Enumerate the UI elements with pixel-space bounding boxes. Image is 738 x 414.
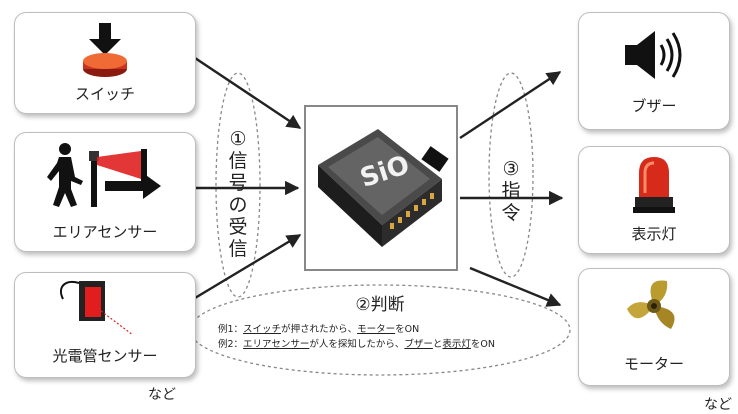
photoelectric-sensor-icon xyxy=(60,281,134,336)
example-1-part-2: が押されたから、 xyxy=(281,324,358,335)
arrow-device-to-motor xyxy=(469,266,562,307)
example-2-part-6: をON xyxy=(470,339,496,350)
device-frame: SiO xyxy=(304,105,458,271)
rotating-lamp-icon xyxy=(633,157,675,213)
example-2: 例2：エリアセンサーが人を探知したから、ブザーと表示灯をON xyxy=(218,336,495,350)
output-label-lamp: 表示灯 xyxy=(631,225,677,243)
receive-char-1: 信 xyxy=(228,150,248,172)
receive-char-5: 信 xyxy=(228,238,248,260)
command-char-1: 指 xyxy=(501,180,521,202)
input-box-switch: スイッチ xyxy=(14,12,196,114)
receive-ellipse xyxy=(215,72,261,298)
input-label-area-sensor: エリアセンサー xyxy=(52,223,158,241)
example-2-part-4: と xyxy=(432,339,443,350)
input-box-area-sensor: エリアセンサー xyxy=(14,132,196,252)
input-label-photo-sensor: 光電管センサー xyxy=(52,347,158,365)
example-2-part-1: エリアセンサー xyxy=(243,339,310,350)
receive-char-3: の xyxy=(228,194,248,216)
output-label-buzzer: ブザー xyxy=(631,97,677,115)
example-2-part-5: 表示灯 xyxy=(442,339,471,350)
output-label-motor: モーター xyxy=(623,355,684,373)
example-1: 例1：スイッチが押されたから、モーターをON xyxy=(218,321,419,335)
example-2-prefix: 例2： xyxy=(218,339,244,350)
controller-device-icon xyxy=(318,129,449,247)
command-stage-label: ③ 指 令 xyxy=(499,158,523,224)
fan-propeller-icon xyxy=(627,280,675,329)
judge-title: ②判断 xyxy=(355,295,405,315)
receive-char-2: 号 xyxy=(228,172,248,194)
command-ellipse xyxy=(488,72,534,278)
speaker-icon xyxy=(625,31,682,79)
push-button-icon xyxy=(83,23,127,77)
output-box-buzzer: ブザー xyxy=(578,12,730,130)
example-2-part-2: が人を探知したから、 xyxy=(309,339,405,350)
output-box-motor: モーター xyxy=(578,268,730,386)
arrow-device-to-buzzer xyxy=(459,70,562,140)
example-2-part-3: ブザー xyxy=(404,339,433,350)
arrow-photo-to-device xyxy=(194,233,302,300)
receive-num: ① xyxy=(229,128,247,150)
command-num: ③ xyxy=(502,158,520,180)
input-box-photo-sensor: 光電管センサー xyxy=(14,272,196,378)
output-box-lamp: 表示灯 xyxy=(578,146,730,254)
etc-right: など xyxy=(704,397,732,413)
receive-stage-label: ① 信 号 の 受 信 xyxy=(226,128,250,260)
example-1-part-1: スイッチ xyxy=(243,324,282,335)
etc-left: など xyxy=(148,387,176,403)
example-1-part-4: をON xyxy=(395,324,420,335)
arrow-switch-to-device xyxy=(194,57,302,129)
judge-ellipse xyxy=(189,284,571,376)
receive-char-4: 受 xyxy=(228,216,248,238)
example-1-prefix: 例1： xyxy=(218,324,244,335)
area-sensor-icon xyxy=(47,143,161,207)
command-char-2: 令 xyxy=(501,202,521,224)
input-label-switch: スイッチ xyxy=(74,85,135,103)
example-1-part-3: モーター xyxy=(357,324,396,335)
